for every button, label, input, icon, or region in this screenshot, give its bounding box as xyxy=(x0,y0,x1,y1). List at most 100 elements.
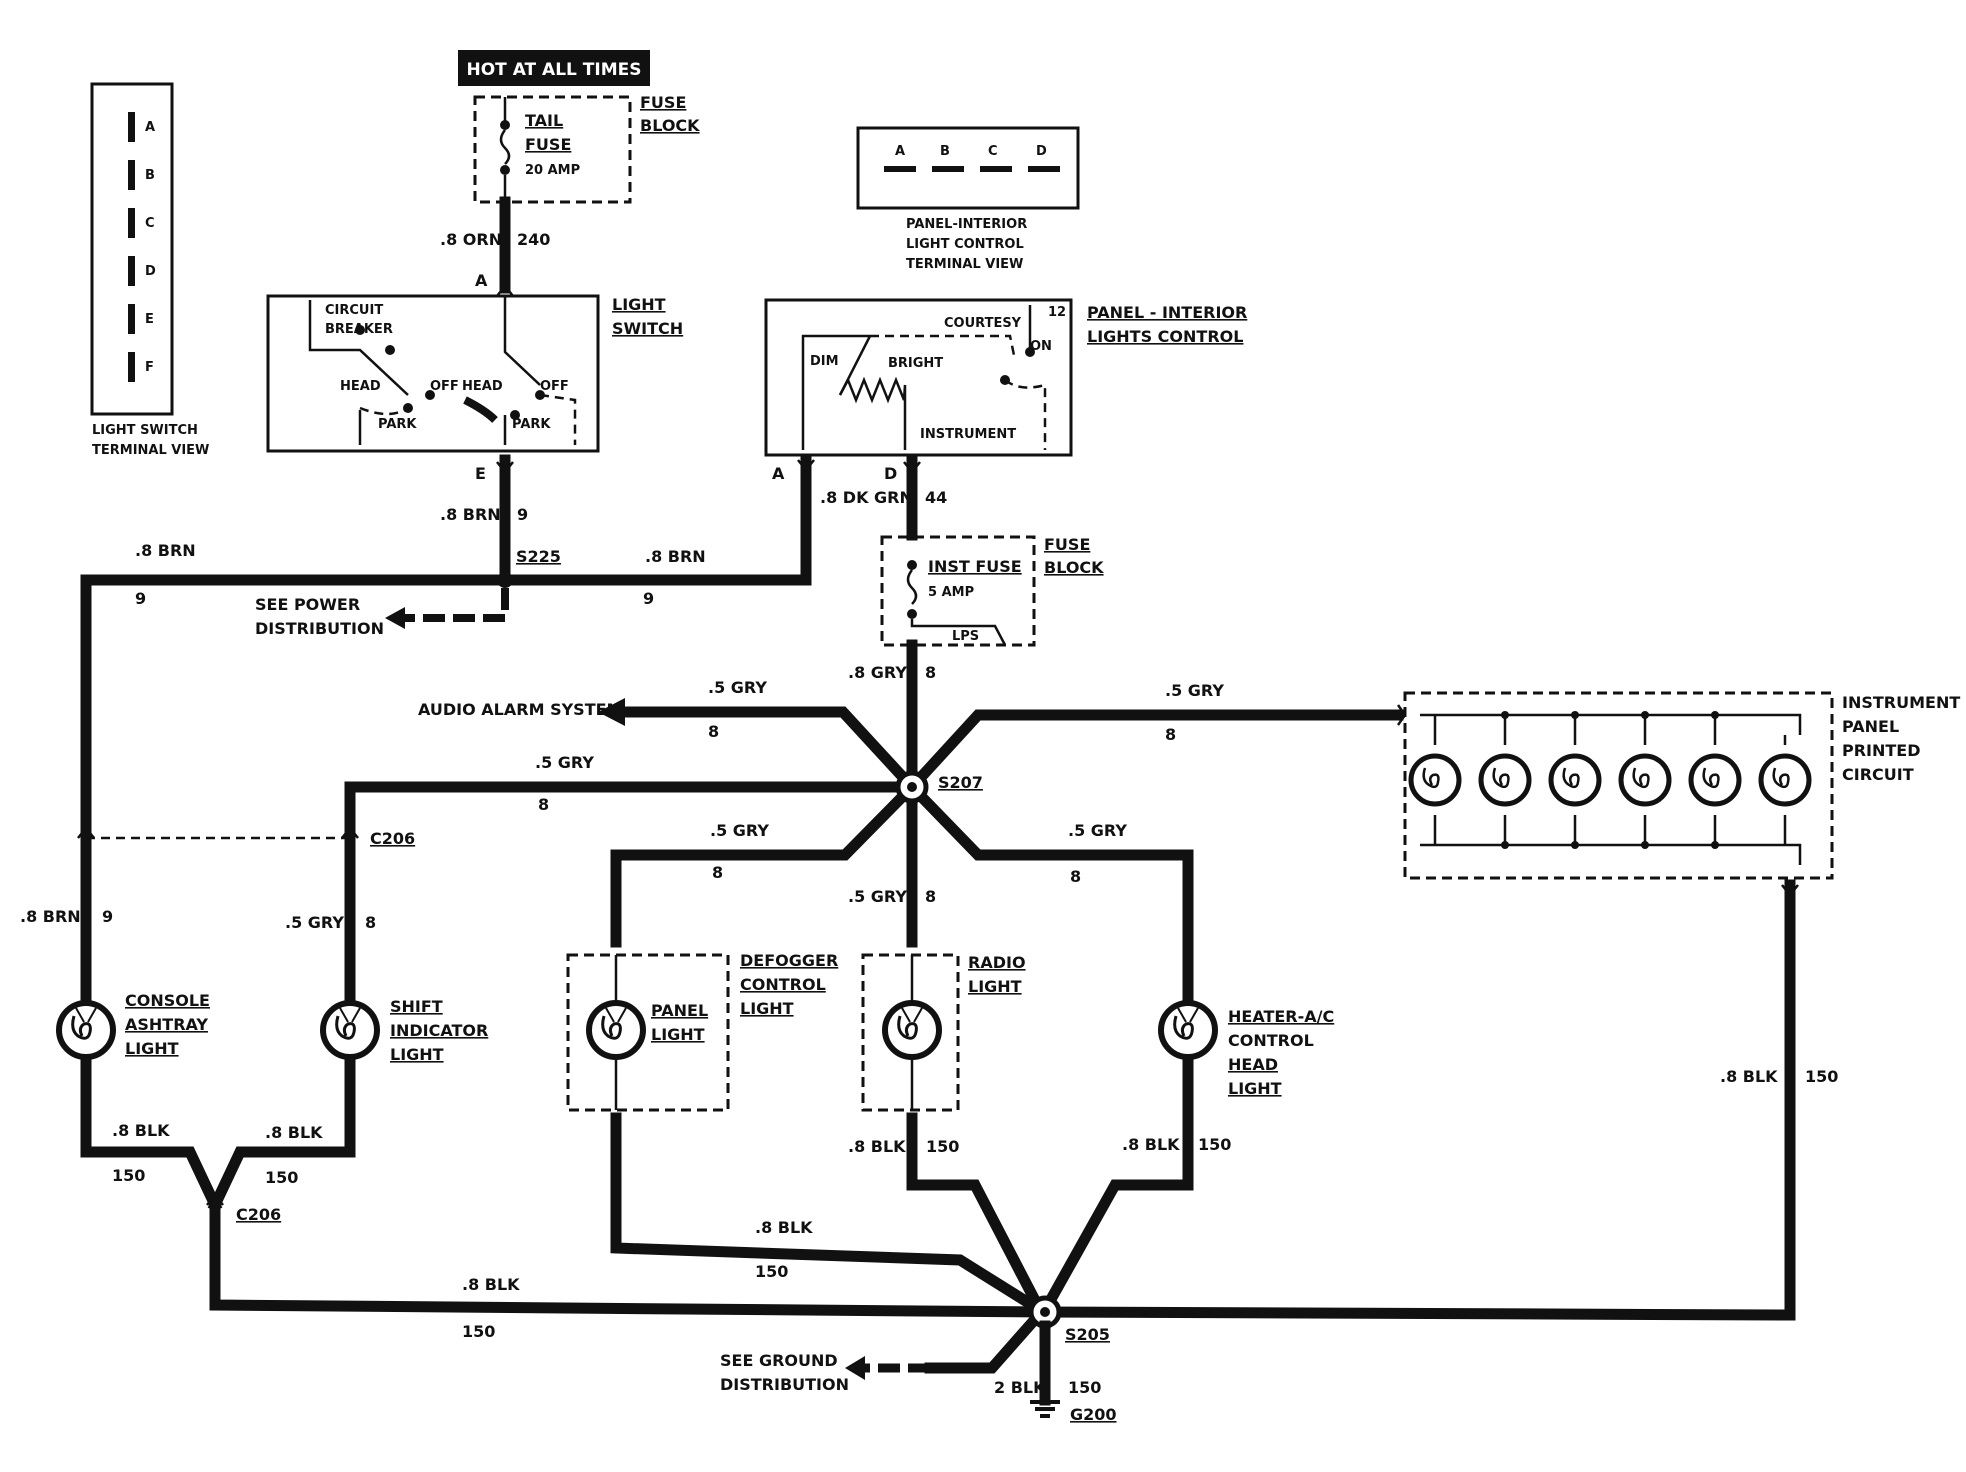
num-blk-ipc: 150 xyxy=(1805,1067,1838,1086)
svg-text:C: C xyxy=(145,216,155,231)
svg-text:PANEL - INTERIOR: PANEL - INTERIOR xyxy=(1087,303,1247,322)
blk-panel: .8 BLK xyxy=(755,1218,813,1237)
s225-label: S225 xyxy=(516,547,561,566)
svg-text:LIGHT: LIGHT xyxy=(1228,1079,1282,1098)
svg-text:LIGHT CONTROL: LIGHT CONTROL xyxy=(906,237,1024,252)
svg-text:12: 12 xyxy=(1048,305,1066,320)
wire-150-right-main xyxy=(1039,1306,1796,1321)
svg-text:B: B xyxy=(145,168,155,183)
svg-text:LIGHT: LIGHT xyxy=(125,1039,179,1058)
instrument-panel-printed-circuit: INSTRUMENT PANEL PRINTED CIRCUIT xyxy=(1403,691,1960,880)
svg-text:LIGHTS CONTROL: LIGHTS CONTROL xyxy=(1087,327,1243,346)
s205-splice: S205 xyxy=(1028,1295,1110,1344)
svg-text:D: D xyxy=(1036,144,1047,159)
num-blk-panel: 150 xyxy=(755,1262,788,1281)
shift-indicator-light: SHIFT INDICATOR LIGHT xyxy=(323,997,488,1064)
svg-text:S207: S207 xyxy=(938,773,983,792)
svg-text:HEAD: HEAD xyxy=(462,379,503,394)
svg-text:OFF: OFF xyxy=(540,379,569,394)
heater-ac-control-head-light: HEATER-A/C CONTROL HEAD LIGHT xyxy=(1161,1003,1334,1098)
see-power-1: SEE POWER xyxy=(255,595,360,614)
svg-text:HEAD: HEAD xyxy=(340,379,381,394)
num-blk-main: 150 xyxy=(462,1322,495,1341)
ground-icon xyxy=(1030,1400,1060,1418)
num-ground: 150 xyxy=(1068,1378,1101,1397)
see-power-arrow xyxy=(400,588,509,622)
svg-text:SWITCH: SWITCH xyxy=(612,319,683,338)
svg-text:FUSE: FUSE xyxy=(1044,535,1090,554)
num-defog: 8 xyxy=(712,863,723,882)
terminal-a-pi: A xyxy=(772,464,785,483)
svg-text:SHIFT: SHIFT xyxy=(390,997,443,1016)
wire-9-num-a: 9 xyxy=(517,505,528,524)
num-blk-heater: 150 xyxy=(1198,1135,1231,1154)
wire-9-right xyxy=(499,464,812,586)
svg-text:ASHTRAY: ASHTRAY xyxy=(125,1015,208,1034)
svg-text:INSTRUMENT: INSTRUMENT xyxy=(920,427,1016,442)
svg-text:PANEL-INTERIOR: PANEL-INTERIOR xyxy=(906,217,1027,232)
svg-text:HOT AT ALL TIMES: HOT AT ALL TIMES xyxy=(467,60,642,80)
panel-interior-terminal-view: A B C D PANEL-INTERIOR LIGHT CONTROL TER… xyxy=(856,126,1080,272)
wire-see-ground xyxy=(924,1317,1038,1374)
svg-text:ON: ON xyxy=(1030,339,1052,354)
svg-text:HEAD: HEAD xyxy=(1228,1055,1278,1074)
connector-markers xyxy=(77,283,1799,1206)
blk-console: .8 BLK xyxy=(112,1121,170,1140)
svg-text:F: F xyxy=(145,360,154,375)
svg-text:BRIGHT: BRIGHT xyxy=(888,356,943,371)
c206-top-label: C206 xyxy=(370,829,415,848)
num-shift: 8 xyxy=(538,795,549,814)
svg-text:CIRCUIT: CIRCUIT xyxy=(325,303,383,318)
svg-text:FUSE: FUSE xyxy=(640,93,686,112)
hot-at-all-times-banner: HOT AT ALL TIMES xyxy=(458,50,650,86)
defogger-control-light: PANEL LIGHT DEFOGGER CONTROL LIGHT xyxy=(566,951,838,1112)
blk-ground: 2 BLK xyxy=(994,1378,1046,1397)
svg-text:CONTROL: CONTROL xyxy=(1228,1031,1314,1050)
light-switch-terminal-view: A B C D E F LIGHT SWITCH TERMINAL VIEW xyxy=(90,82,209,458)
brn-console: .8 BRN xyxy=(20,907,81,926)
svg-text:BLOCK: BLOCK xyxy=(1044,558,1104,577)
num-shift2: 8 xyxy=(365,913,376,932)
svg-text:PRINTED: PRINTED xyxy=(1842,741,1921,760)
num-audio: 8 xyxy=(708,722,719,741)
wire-240-color: .8 ORN xyxy=(440,230,502,249)
svg-text:LIGHT: LIGHT xyxy=(390,1045,444,1064)
panel-interior-lights-control: COURTESY 12 ON DIM BRIGHT INSTRUMENT PAN… xyxy=(764,298,1247,457)
svg-text:LIGHT SWITCH: LIGHT SWITCH xyxy=(92,423,198,438)
see-ground-2: DISTRIBUTION xyxy=(720,1375,849,1394)
blk-shift: .8 BLK xyxy=(265,1123,323,1142)
num-radio: 8 xyxy=(925,887,936,906)
wire-9-color-a: .8 BRN xyxy=(440,505,501,524)
wire-8-main-num: 8 xyxy=(925,663,936,682)
num-blk-console: 150 xyxy=(112,1166,145,1185)
svg-text:PARK: PARK xyxy=(512,417,551,432)
wire-9-color-b: .8 BRN xyxy=(645,547,706,566)
inst-fuse: INST FUSE 5 AMP LPS FUSE BLOCK xyxy=(880,535,1104,647)
svg-text:CONSOLE: CONSOLE xyxy=(125,991,210,1010)
radio-light: RADIO LIGHT xyxy=(861,953,1026,1112)
gry-shift2: .5 GRY xyxy=(285,913,344,932)
num-blk-radio: 150 xyxy=(926,1137,959,1156)
svg-text:LIGHT: LIGHT xyxy=(612,295,666,314)
svg-text:LIGHT: LIGHT xyxy=(740,999,794,1018)
svg-text:B: B xyxy=(940,144,950,159)
svg-text:S205: S205 xyxy=(1065,1325,1110,1344)
svg-text:DEFOGGER: DEFOGGER xyxy=(740,951,838,970)
audio-alarm-label: AUDIO ALARM SYSTEM xyxy=(418,700,622,719)
wire-44-num: 44 xyxy=(925,488,947,507)
svg-text:PANEL: PANEL xyxy=(651,1001,708,1020)
svg-text:INDICATOR: INDICATOR xyxy=(390,1021,488,1040)
wire-8-main-color: .8 GRY xyxy=(848,663,907,682)
svg-text:A: A xyxy=(895,144,905,159)
terminal-a-top: A xyxy=(475,271,488,290)
gry-radio: .5 GRY xyxy=(848,887,907,906)
svg-text:5 AMP: 5 AMP xyxy=(928,585,974,600)
wire-9-color-c: .8 BRN xyxy=(135,541,196,560)
c206-bottom-label: C206 xyxy=(236,1205,281,1224)
s207-splice: S207 xyxy=(344,698,1404,1006)
num-ipc: 8 xyxy=(1165,725,1176,744)
svg-text:OFF: OFF xyxy=(430,379,459,394)
wire-9-left xyxy=(80,574,511,851)
blk-main: .8 BLK xyxy=(462,1275,520,1294)
